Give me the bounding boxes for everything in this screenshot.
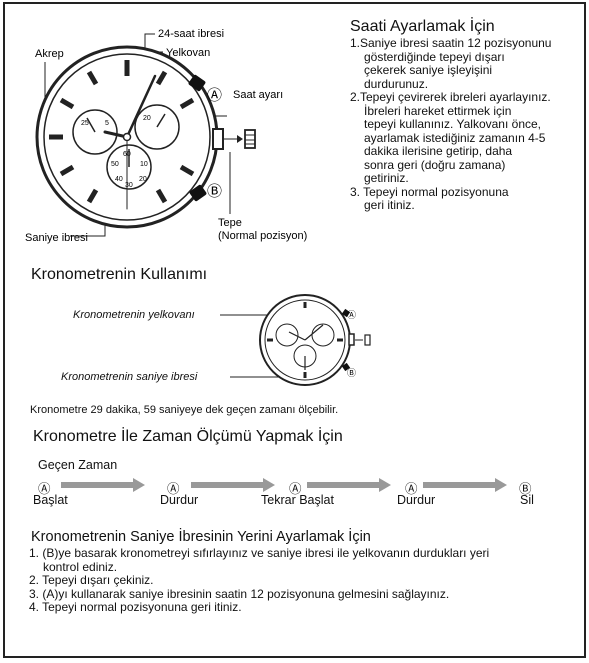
reset-title: Kronometrenin Saniye İbresinin Yerini Ay… <box>31 529 371 545</box>
button-a-label: Ⓐ <box>207 87 222 104</box>
button-b-label: Ⓑ <box>207 183 222 200</box>
dial-number: 10 <box>140 161 148 168</box>
label-crown: Tepe <box>218 217 242 229</box>
button-a-label: Ⓐ <box>347 310 356 320</box>
dial-number: 20 <box>143 115 151 122</box>
flow-button-a-2: Ⓐ <box>167 482 180 496</box>
flow-button-b: Ⓑ <box>519 482 532 496</box>
label-time-setting: Saat ayarı <box>233 89 283 101</box>
setting-step: 1.Saniye ibresi saatin 12 pozisyonunu gö… <box>350 36 552 91</box>
label-chrono-minute: Kronometrenin yelkovanı <box>73 309 195 321</box>
watch-diagram: 25 5 20 60 10 50 40 30 20 Ⓐ Ⓑ Akrep 24-s… <box>25 28 307 244</box>
dial-number: 50 <box>111 161 119 168</box>
flow-label-stop: Durdur <box>160 493 199 507</box>
reset-step: 3. (A)yı kullanarak saniye ibresinin saa… <box>29 586 450 601</box>
flow-button-a-3: Ⓐ <box>289 482 302 496</box>
crown-icon <box>244 129 256 149</box>
flow-label-stop-2: Durdur <box>397 493 436 507</box>
label-24h-hand: 24-saat ibresi <box>158 28 224 40</box>
crown-icon <box>364 334 371 346</box>
flow-button-a-4: Ⓐ <box>405 482 418 496</box>
reset-step: 2. Tepeyi dışarı çekiniz. <box>29 573 154 587</box>
setting-step: 2.Tepeyi çevirerek ibreleri ayarlayınız.… <box>350 90 551 185</box>
label-second-hand: Saniye ibresi <box>25 232 88 244</box>
reset-steps: 1. (B)ye basarak kronometreyi sıfırlayın… <box>29 546 490 615</box>
label-minute-hand: Yelkovan <box>166 47 210 59</box>
dial-number: 5 <box>105 120 109 127</box>
flow-button-a-1: Ⓐ <box>38 482 51 496</box>
setting-step: 3. Tepeyi normal pozisyonuna geri itiniz… <box>350 184 509 212</box>
flow-label-restart: Tekrar Başlat <box>261 493 334 507</box>
manual-page: 25 5 20 60 10 50 40 30 20 Ⓐ Ⓑ Akrep 24-s… <box>3 2 586 658</box>
dial-number: 25 <box>81 120 89 127</box>
dial-number: 40 <box>115 176 123 183</box>
label-chrono-second: Kronometrenin saniye ibresi <box>61 371 198 383</box>
label-hour-hand: Akrep <box>35 48 64 60</box>
button-b-label: Ⓑ <box>347 368 356 378</box>
flow-label-start: Başlat <box>33 493 68 507</box>
chrono-usage-title: Kronometrenin Kullanımı <box>31 266 208 283</box>
elapsed-time-label: Geçen Zaman <box>38 458 118 472</box>
measuring-flow <box>61 478 507 492</box>
setting-time-steps: 1.Saniye ibresi saatin 12 pozisyonunu gö… <box>350 36 552 213</box>
setting-time-title: Saati Ayarlamak İçin <box>350 18 495 35</box>
measure-note: Kronometre 29 dakika, 59 saniyeye dek ge… <box>30 404 339 416</box>
flow-label-clear: Sil <box>520 493 534 507</box>
dial-number: 20 <box>139 176 147 183</box>
reset-step: 4. Tepeyi normal pozisyonuna geri itiniz… <box>29 600 242 614</box>
chrono-watch-diagram: Ⓐ Ⓑ <box>220 294 371 386</box>
label-crown-position: (Normal pozisyon) <box>218 230 307 242</box>
dial-number: 30 <box>125 182 133 189</box>
measuring-title: Kronometre İle Zaman Ölçümü Yapmak İçin <box>33 428 343 445</box>
reset-step: 1. (B)ye basarak kronometreyi sıfırlayın… <box>29 546 490 574</box>
